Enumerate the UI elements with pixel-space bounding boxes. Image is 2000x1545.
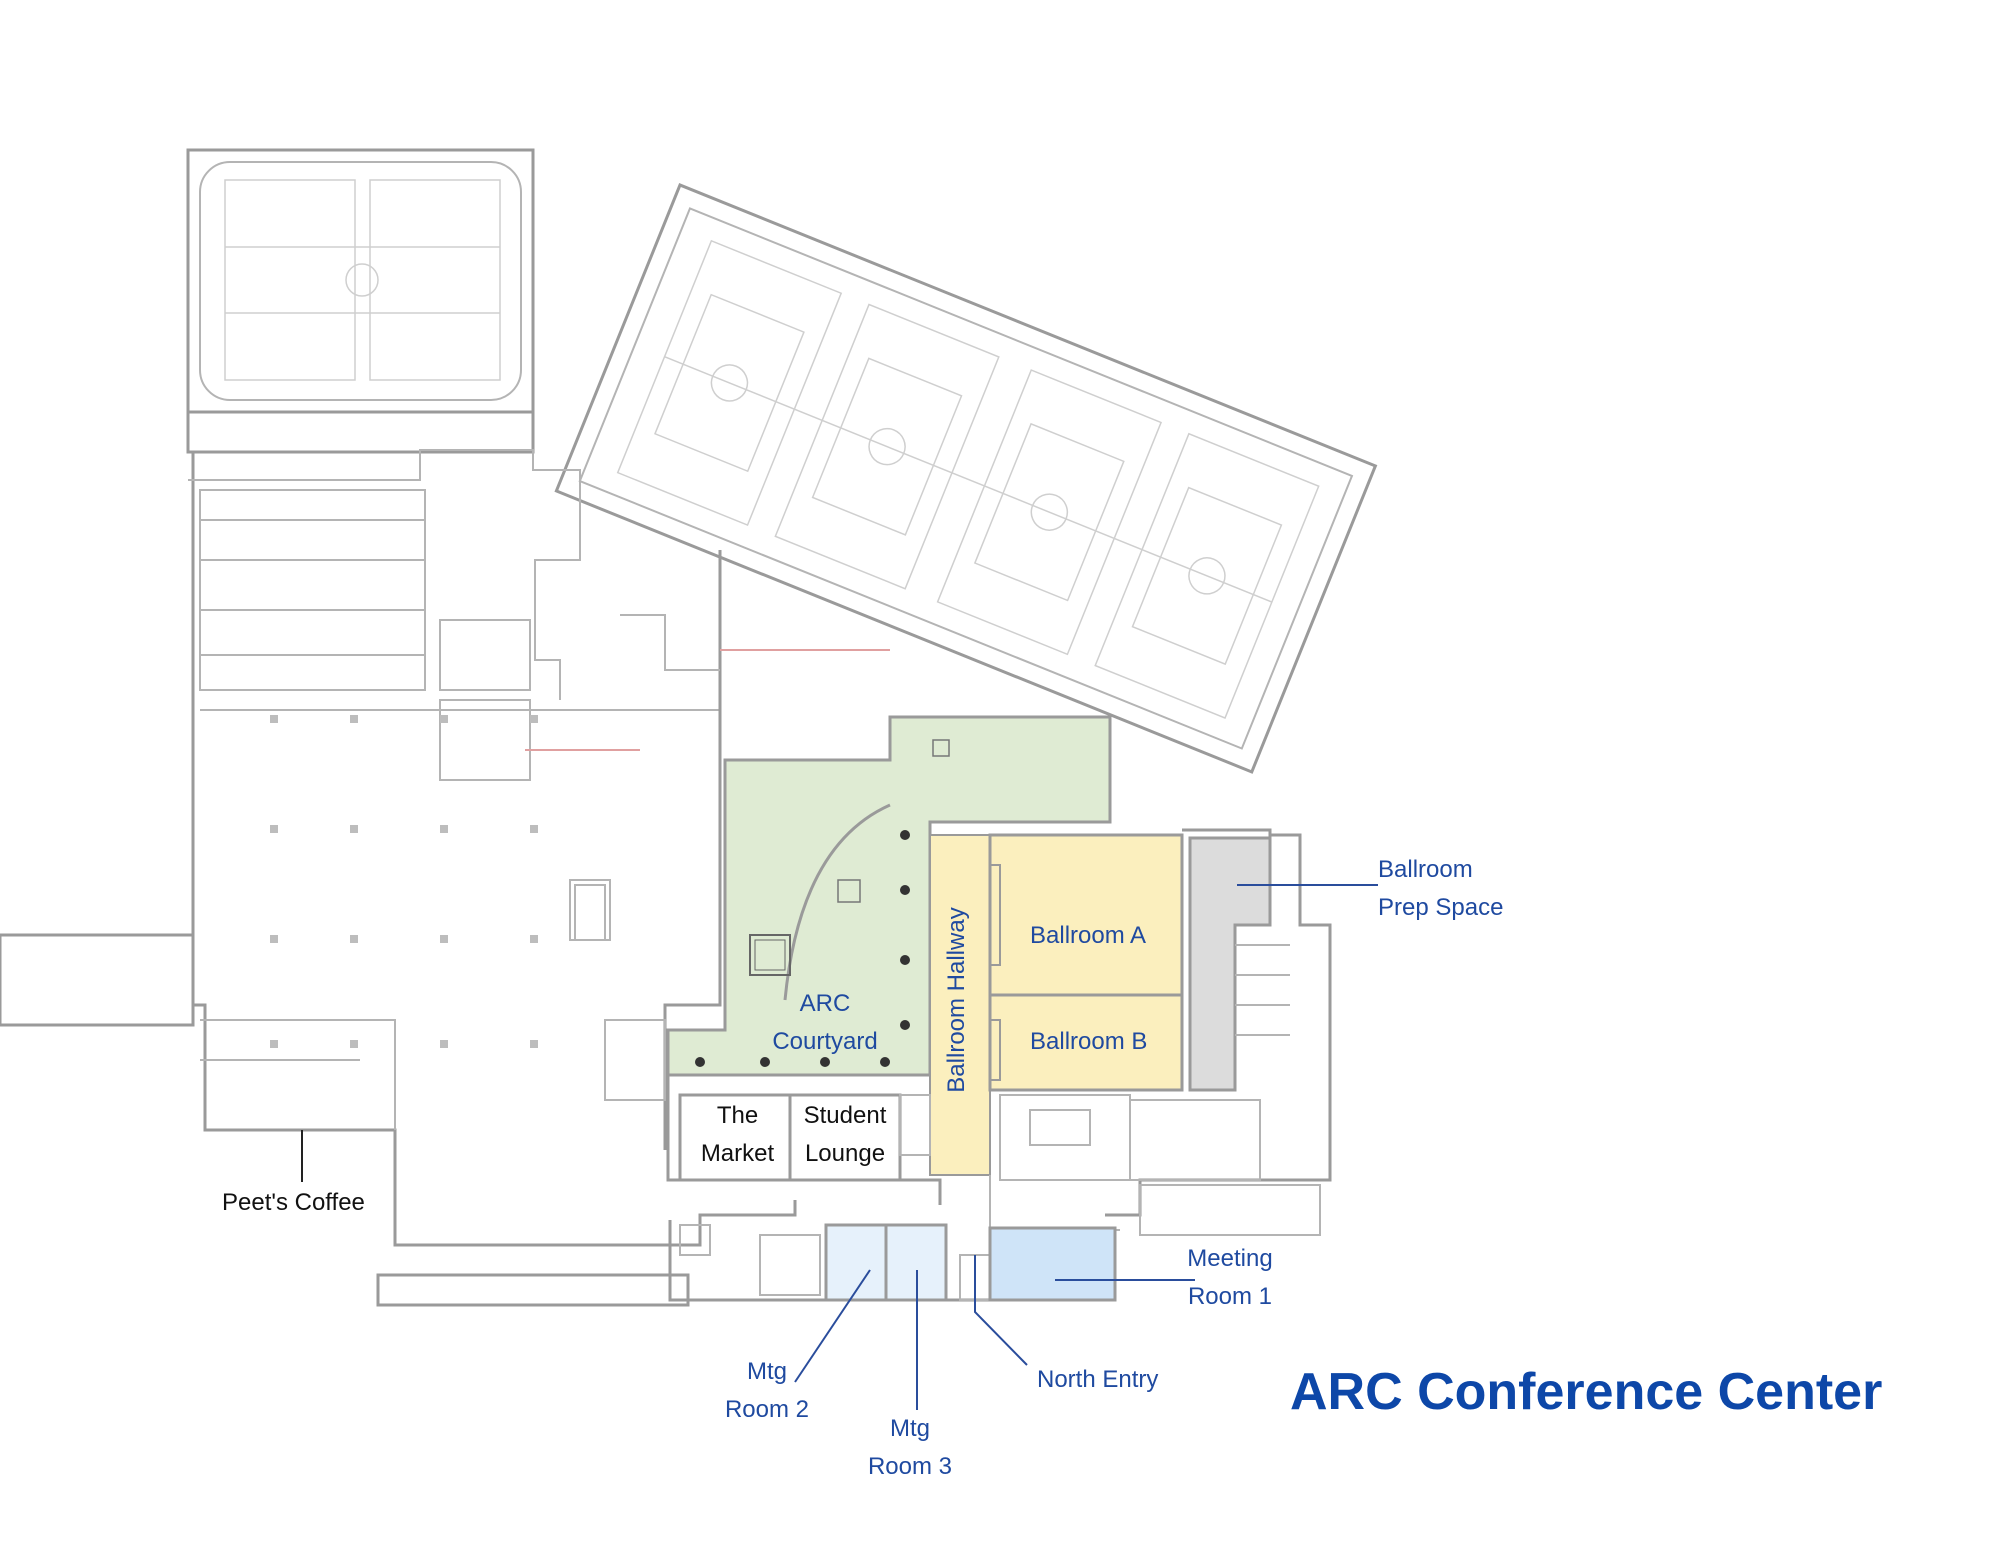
mtg-room-2-label: Mtg Room 2 bbox=[724, 1358, 810, 1423]
ballroom-prep-space-area bbox=[1188, 836, 1272, 1092]
ballroom-hallway-area bbox=[929, 834, 991, 1176]
arc-courtyard-label: ARC Courtyard bbox=[772, 990, 878, 1055]
leader-mtg-room-2 bbox=[794, 1269, 871, 1383]
ballroom-a-area bbox=[988, 833, 1184, 997]
meeting-room-1-area bbox=[988, 1226, 1117, 1302]
mtg-room-2-area bbox=[824, 1223, 888, 1302]
northwest-gym bbox=[186, 148, 535, 454]
west-building bbox=[0, 449, 890, 1307]
east-gym bbox=[554, 183, 1378, 774]
student-lounge-label: Student Lounge bbox=[803, 1102, 887, 1167]
ballroom-b-label: Ballroom B bbox=[1030, 1028, 1148, 1055]
peets-coffee-label: Peet's Coffee bbox=[222, 1189, 365, 1216]
map-title: ARC Conference Center bbox=[1290, 1363, 1883, 1421]
ballroom-b-area bbox=[988, 993, 1184, 1092]
ballroom-a-label: Ballroom A bbox=[1030, 922, 1147, 949]
ballroom-hallway-label: Ballroom Hallway bbox=[943, 907, 970, 1093]
leader-north-entry bbox=[974, 1255, 1028, 1366]
market-lounge-block bbox=[666, 1075, 942, 1205]
mtg-room-3-label: Mtg Room 3 bbox=[867, 1415, 953, 1480]
meeting-room-1-label: Meeting Room 1 bbox=[1187, 1245, 1273, 1310]
the-market-label: The Market bbox=[700, 1102, 775, 1167]
arc-courtyard-area bbox=[666, 715, 1112, 1077]
ballroom-prep-space-label: Ballroom Prep Space bbox=[1378, 856, 1504, 921]
north-entry-label: North Entry bbox=[1037, 1366, 1159, 1393]
